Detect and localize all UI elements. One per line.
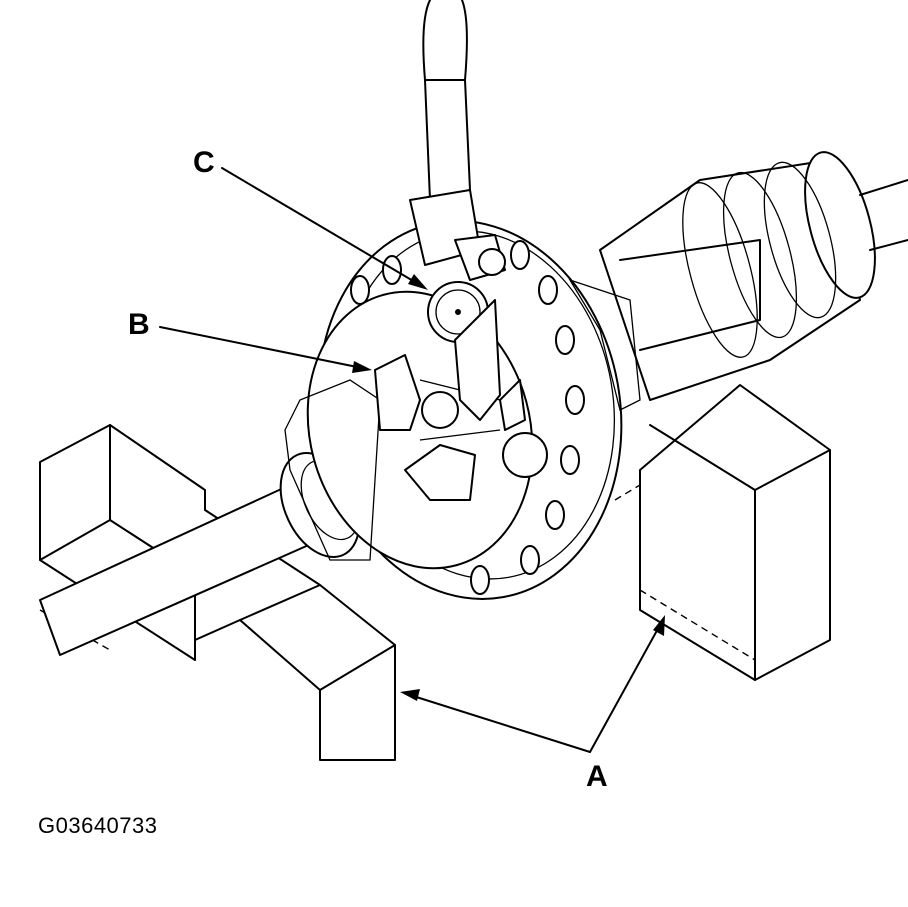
callout-c-label: C bbox=[193, 146, 215, 179]
callout-b-label: B bbox=[128, 308, 150, 341]
callout-a-label: A bbox=[586, 760, 608, 793]
dial-indicator bbox=[409, 0, 506, 421]
leader-arrows bbox=[159, 167, 665, 753]
right-support-block bbox=[614, 384, 831, 681]
figure-code: G03640733 bbox=[38, 813, 158, 838]
left-support-block bbox=[39, 424, 396, 761]
differential-pinion-gears bbox=[374, 354, 548, 501]
right-axle-boot bbox=[599, 151, 908, 401]
